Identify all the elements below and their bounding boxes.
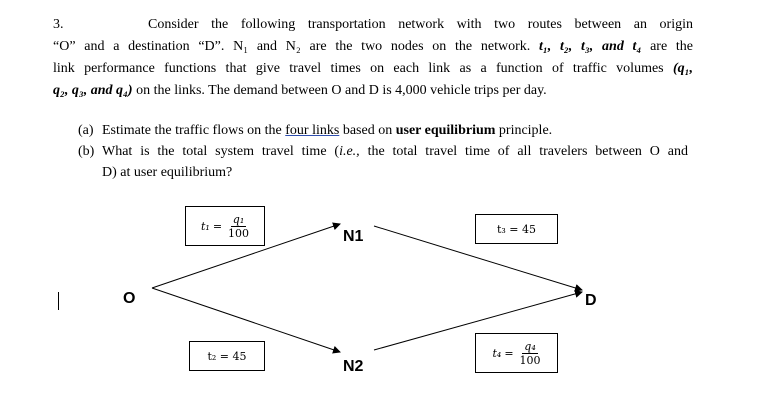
t3-function-box: t₃ = 45 (475, 214, 558, 244)
node-origin-label: O (123, 290, 136, 307)
volume-vars: (q₁, (672, 61, 693, 76)
text-cursor (58, 292, 59, 310)
question-line-4: q₂, q₃, and q₄) on the links. The demand… (53, 83, 547, 98)
link-functions: t₁, t₂, t₃, and t₄ (539, 39, 642, 54)
question-line-1: Consider the following transportation ne… (148, 17, 693, 32)
node-destination-label: D (585, 292, 597, 309)
node-n1-label: N1 (343, 228, 364, 245)
question-line-3: link performance functions that give tra… (53, 61, 693, 76)
t4-function-box: t₄ = q₄ 100 (475, 333, 558, 373)
link-n1-d (373, 225, 583, 292)
part-a: (a) Estimate the traffic flows on the fo… (78, 120, 688, 141)
t1-function-box: t₁ = q₁ 100 (185, 206, 265, 246)
link-o-n2 (151, 287, 341, 354)
t2-function-box: t₂ = 45 (189, 341, 265, 371)
node-n2-label: N2 (343, 358, 364, 375)
user-equilibrium-bold: user equilibrium (395, 123, 496, 138)
question-text: 3. Consider the following transportation… (53, 14, 693, 102)
part-b: (b) What is the total system travel time… (78, 141, 688, 183)
question-line-2: “O” and a destination “D”. N₁ and N₂ are… (53, 39, 694, 54)
part-a-label: (a) (78, 123, 94, 138)
question-number: 3. (53, 17, 64, 32)
volume-vars-cont: q₂, q₃, and q₄) (53, 83, 133, 98)
sub-questions: (a) Estimate the traffic flows on the fo… (78, 120, 688, 183)
link-o-n1 (151, 222, 341, 289)
link-n2-d (373, 290, 583, 351)
part-b-line-2: D) at user equilibrium? (102, 165, 233, 180)
four-links-underlined: four links (285, 123, 340, 138)
part-b-label: (b) (78, 144, 95, 159)
